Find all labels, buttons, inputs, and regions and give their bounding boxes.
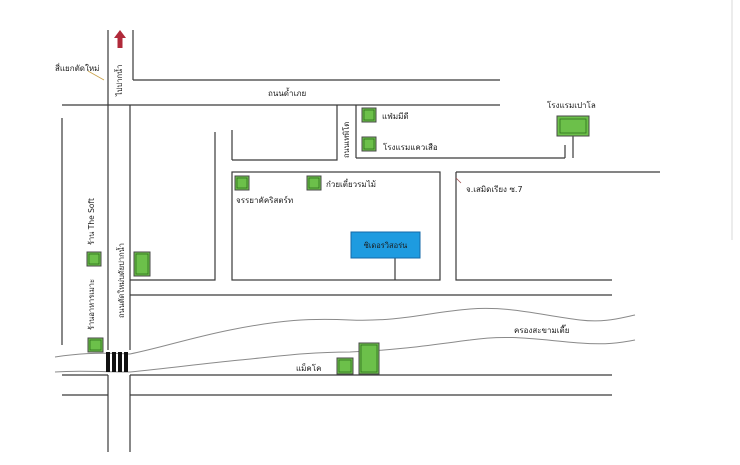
arrow-up-icon (114, 30, 126, 48)
hotel-left-label: แฟ่มมีดี (382, 112, 409, 121)
target-destination-box (350, 231, 421, 259)
building-restaurant (87, 337, 104, 353)
makro-label: แม็คโค (296, 363, 321, 373)
right-block-left (455, 172, 612, 281)
noodle-label: ก๋วยเตี๋ยวรมไม้ (326, 178, 376, 189)
building-roadside (133, 251, 151, 277)
hotel-right-label: โรงแรมเปาโล (547, 100, 596, 110)
hotel-mid-label: โรงแรมแควเสือ (383, 142, 438, 152)
building-makro-large (358, 342, 380, 375)
road-top-label: ถนนด้ำเภย (268, 87, 306, 98)
restaurant-label: ร้านอาหารเมาะ (87, 279, 96, 330)
building-hotel-left (361, 107, 377, 123)
main-road-label: ถนนตัดใหม่บดัยปากน้ำ (116, 243, 126, 318)
canal-upper (54, 307, 636, 358)
intersection-label: สี่แยกตัดใหม่ (55, 62, 100, 73)
christ-church-label: จรรยาคัคริสตร์ท (236, 195, 293, 205)
building-hotel-mid (361, 136, 377, 152)
intersection-pointer (87, 70, 105, 81)
road-side-label: ถนนเทพิโต (342, 122, 351, 158)
side-road-block (232, 105, 338, 161)
soi-label: จ.เสมิดเรียง ซ.7 (466, 185, 523, 194)
building-shop-soft (86, 251, 102, 267)
block-left (130, 132, 216, 281)
building-makro-small (336, 357, 354, 375)
shop-soft-label: ร้าน The Soft (87, 198, 96, 245)
to-pak-nam-label: ไปปากน้ำ (114, 65, 124, 97)
building-christ-church (234, 175, 250, 191)
crosswalk-icon (106, 352, 128, 372)
building-noodle (306, 175, 322, 191)
canal-label: ครองสะขามเตี๊ย (514, 324, 569, 335)
center-block (231, 171, 441, 281)
target-label: ซิเดอรวิสอร่น (364, 241, 408, 250)
soi-pointer (455, 177, 462, 184)
canal-lower (54, 336, 636, 373)
building-hotel-right (556, 115, 590, 137)
